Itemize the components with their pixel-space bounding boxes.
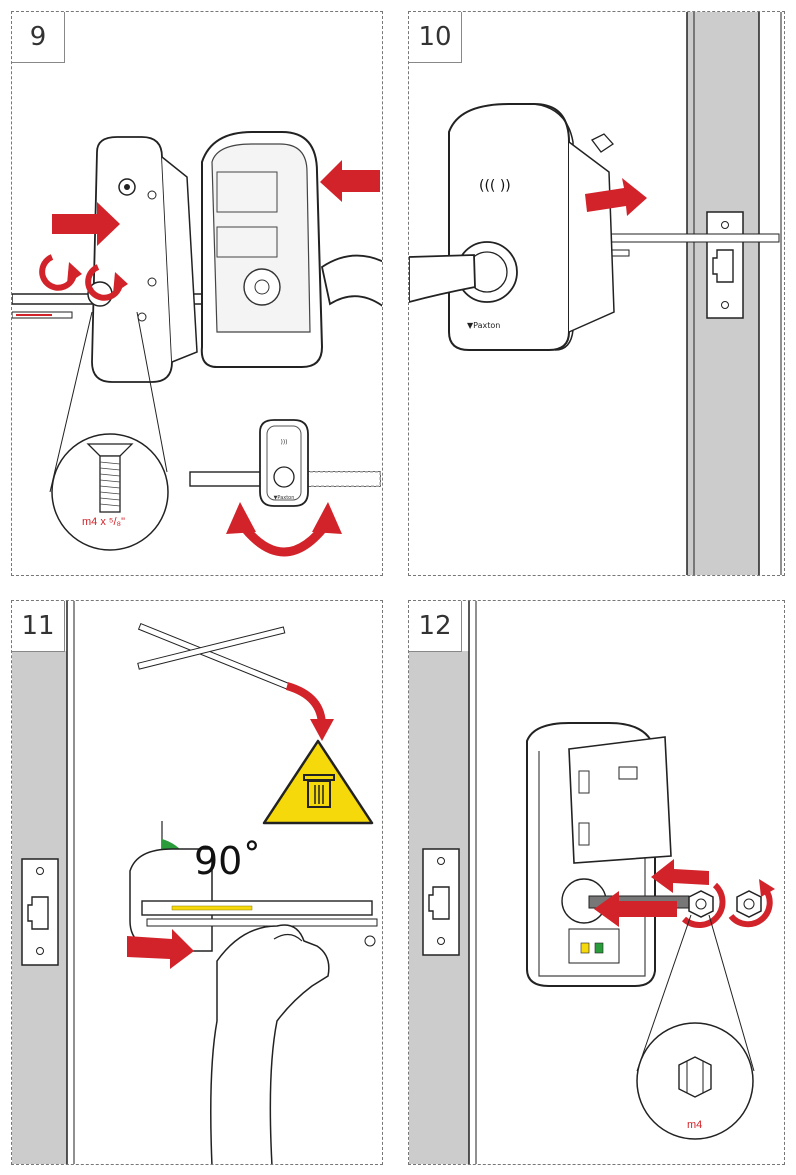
rotate-arrow-icon (39, 254, 82, 291)
nut-size-label: m4 (687, 1119, 703, 1131)
angle-label: 90˚ (194, 839, 262, 883)
step-12-panel: 12 (408, 600, 785, 1165)
rotate-arrow-icon (85, 264, 128, 301)
step-12-illustration (409, 601, 775, 1164)
svg-text:▼Paxton: ▼Paxton (467, 321, 500, 330)
step-11-panel: 11 (11, 600, 383, 1165)
step-9-illustration: ))) ▼Paxton (12, 131, 382, 557)
recycle-bin-warning-icon (262, 739, 374, 825)
rotate-arrow-icon (728, 879, 775, 928)
step-9-panel: 9 (11, 11, 383, 576)
svg-text:))): ))) (280, 439, 287, 446)
paxton-logo-icon: ▼Paxton (467, 321, 500, 330)
svg-text:▼Paxton: ▼Paxton (274, 495, 295, 501)
step-10-panel: 10 ((( )) ▼Paxton (408, 11, 785, 576)
screw-size-label: m4 x ⁵/₈" (82, 516, 125, 528)
step-number: 10 (409, 12, 462, 63)
rotate-arrow-icon (681, 882, 726, 928)
step-number: 11 (12, 601, 65, 652)
paxton-logo-icon: ▼Paxton (274, 495, 295, 501)
step-10-illustration: ((( )) ▼Paxton (409, 12, 782, 575)
push-arrow-icon (585, 178, 647, 216)
step-number: 9 (12, 12, 65, 63)
svg-text:((( )): ((( )) (479, 178, 511, 194)
step-11-illustration (12, 601, 378, 1164)
step-number: 12 (409, 601, 462, 652)
